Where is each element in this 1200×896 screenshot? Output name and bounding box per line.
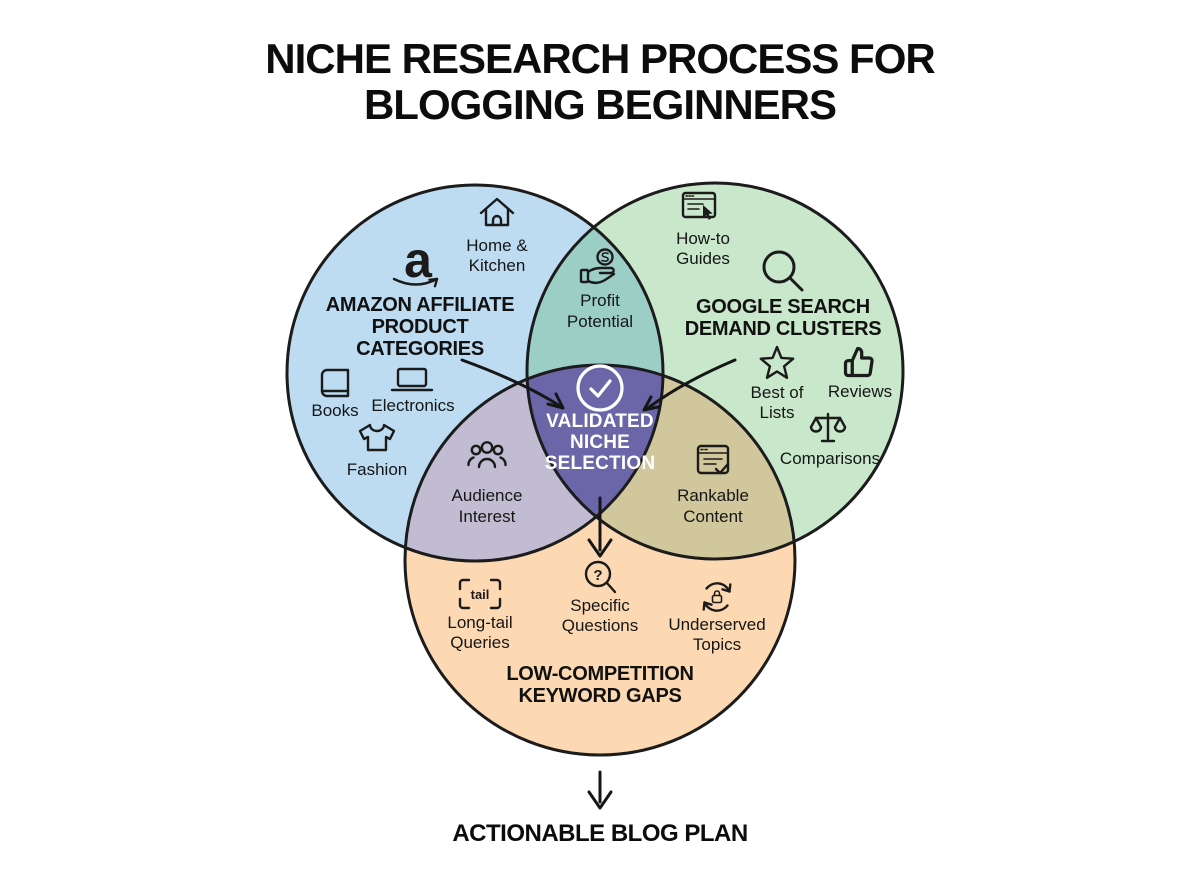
label-line: ACTIONABLE BLOG PLAN [452, 820, 748, 847]
label-line: Books [311, 401, 359, 420]
label-line: Potential [566, 312, 634, 331]
google-to-center-arrow [642, 358, 737, 412]
people-icon [467, 441, 507, 469]
label-line: Electronics [371, 396, 455, 415]
label-line: Best of [750, 383, 804, 402]
label-line: Guides [676, 249, 730, 268]
label-line: Queries [450, 633, 510, 652]
svg-text:a: a [404, 232, 433, 288]
center-overlap-region [527, 365, 663, 559]
label-line: Questions [561, 616, 639, 635]
actionable-blog-plan-label: ACTIONABLE BLOG PLAN [400, 820, 800, 848]
tshirt-icon [358, 423, 396, 452]
page-title-line: NICHE RESEARCH PROCESS FOR [265, 35, 935, 82]
best-of-lists-label: Best of Lists [727, 383, 827, 423]
page-title-line: BLOGGING BEGINNERS [363, 81, 837, 128]
label-line: Interest [458, 507, 516, 526]
search-icon [762, 250, 804, 292]
label-line: Kitchen [468, 256, 526, 275]
label-line: Reviews [827, 382, 893, 401]
label-line: Fashion [346, 460, 408, 479]
longtail-brackets-icon: tail [458, 578, 502, 610]
label-line: AMAZON AFFILIATE [325, 294, 515, 316]
label-line: Topics [692, 635, 742, 654]
center-to-keyword-arrow [587, 496, 613, 558]
label-line: Long-tail [447, 613, 513, 632]
validated-niche-label: VALIDATED NICHE SELECTION [520, 411, 680, 474]
label-line: KEYWORD GAPS [518, 685, 682, 707]
amazon-to-center-arrow [460, 358, 565, 410]
laptop-icon [390, 367, 434, 392]
star-icon [759, 345, 795, 380]
label-line: VALIDATED [546, 411, 654, 432]
audience-interest-label: Audience Interest [427, 485, 547, 527]
google-circle-outline [525, 181, 905, 561]
books-label: Books [287, 401, 383, 421]
label-line: Audience [451, 486, 523, 505]
comparisons-label: Comparisons [768, 449, 892, 469]
label-line: GOOGLE SEARCH [696, 296, 870, 318]
label-line: Comparisons [779, 449, 881, 468]
label-line: CATEGORIES [356, 338, 484, 360]
label-line: Specific [570, 596, 630, 615]
longtail-queries-label: Long-tail Queries [420, 613, 540, 653]
label-line: Lists [759, 403, 795, 422]
label-line: Rankable [677, 486, 749, 505]
house-icon [479, 197, 515, 227]
electronics-label: Electronics [351, 396, 475, 416]
keyword-circle-title: LOW-COMPETITION KEYWORD GAPS [480, 663, 720, 707]
amazon-circle-title: AMAZON AFFILIATE PRODUCT CATEGORIES [300, 294, 540, 360]
hand-coin-icon [579, 248, 616, 284]
scales-icon [809, 412, 847, 443]
reviews-label: Reviews [810, 382, 910, 402]
label-line: Underserved [668, 615, 766, 634]
google-circle-title: GOOGLE SEARCH DEMAND CLUSTERS [663, 296, 903, 340]
question-search-icon: ? [584, 560, 617, 594]
label-line: LOW-COMPETITION [506, 663, 694, 685]
label-line: Home & [466, 236, 528, 255]
label-line: Profit [580, 291, 620, 310]
diagram-to-plan-arrow [587, 770, 613, 810]
underserved-topics-label: Underserved Topics [648, 615, 786, 655]
page-title: NICHE RESEARCH PROCESS FOR BLOGGING BEGI… [150, 36, 1050, 128]
label-line: SELECTION [544, 453, 656, 474]
profit-potential-label: Profit Potential [540, 290, 660, 332]
refresh-lock-icon [702, 582, 732, 612]
rankable-content-label: Rankable Content [653, 485, 773, 527]
amazon-logo-icon: a [392, 232, 439, 288]
svg-text:?: ? [593, 567, 602, 584]
fashion-label: Fashion [329, 460, 425, 480]
label-line: NICHE [569, 432, 631, 453]
specific-questions-label: Specific Questions [540, 596, 660, 636]
label-line: Content [683, 507, 743, 526]
howto-guides-label: How-to Guides [653, 229, 753, 269]
label-line: PRODUCT [371, 316, 469, 338]
svg-text:tail: tail [471, 587, 490, 602]
book-icon [320, 368, 350, 398]
amazon-circle-outline [285, 183, 665, 563]
label-line: How-to [676, 229, 730, 248]
check-circle-icon [576, 364, 624, 412]
label-line: DEMAND CLUSTERS [684, 318, 882, 340]
doc-check-icon [696, 444, 730, 475]
browser-pointer-icon [681, 191, 717, 220]
thumbs-up-icon [843, 346, 874, 378]
home-kitchen-label: Home & Kitchen [447, 236, 547, 276]
